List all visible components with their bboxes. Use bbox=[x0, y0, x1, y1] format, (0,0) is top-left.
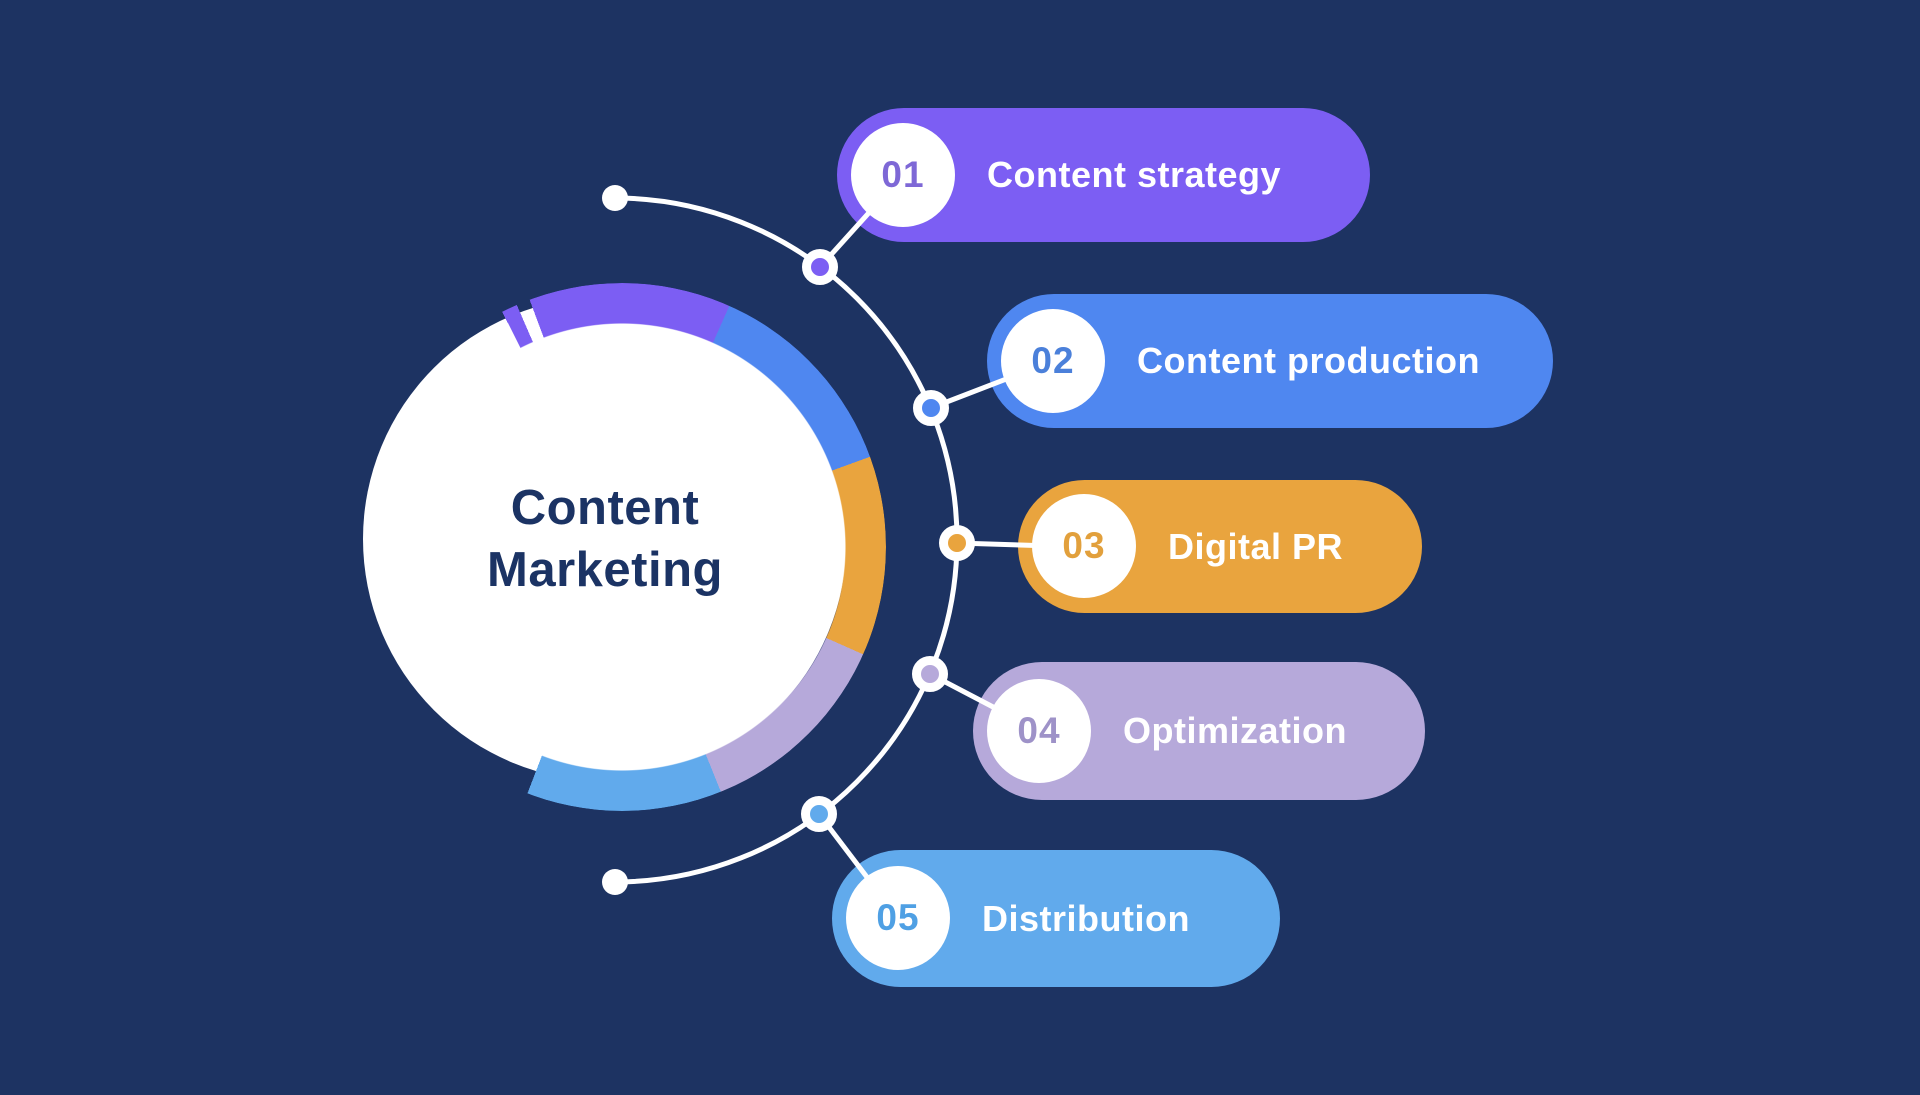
pill-label: Digital PR bbox=[1168, 525, 1344, 567]
node-dot-4 bbox=[912, 656, 948, 692]
step-number: 04 bbox=[1017, 710, 1061, 751]
step-number: 03 bbox=[1062, 525, 1106, 566]
step-number: 02 bbox=[1031, 340, 1075, 381]
segmented-ring bbox=[358, 283, 886, 811]
step-number: 05 bbox=[876, 897, 920, 938]
node-dot-2 bbox=[913, 390, 949, 426]
number-circle-1: 01 bbox=[851, 123, 955, 227]
number-circle-2: 02 bbox=[1001, 309, 1105, 413]
step-number: 01 bbox=[881, 154, 925, 195]
pill-label: Optimization bbox=[1123, 710, 1347, 751]
arc-endpoint-top-dot bbox=[602, 185, 628, 211]
number-circle-3: 03 bbox=[1032, 494, 1136, 598]
pill-label: Distribution bbox=[982, 897, 1190, 939]
pill-label: Content strategy bbox=[987, 154, 1282, 195]
pill-label: Content production bbox=[1137, 340, 1480, 381]
number-circle-5: 05 bbox=[846, 866, 950, 970]
node-dot-1 bbox=[802, 249, 838, 285]
node-dot-3 bbox=[939, 525, 975, 561]
arc-endpoint-bottom-dot bbox=[602, 869, 628, 895]
node-dot-5 bbox=[801, 796, 837, 832]
number-circle-4: 04 bbox=[987, 679, 1091, 783]
